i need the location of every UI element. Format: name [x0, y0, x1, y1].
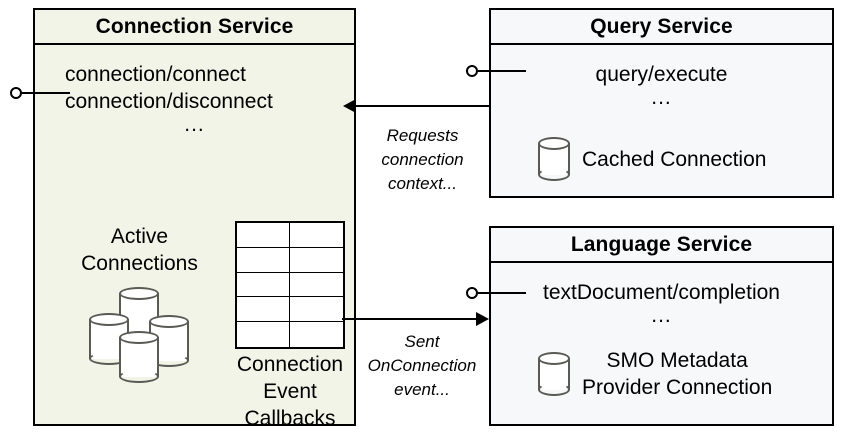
smo-metadata-label-line1: SMO Metadata	[606, 349, 748, 372]
smo-metadata-label: SMO Metadata Provider Connection	[582, 347, 772, 401]
lollipop-stem	[478, 292, 526, 294]
table-cell	[237, 272, 290, 298]
cached-connection-label: Cached Connection	[582, 147, 767, 171]
table-cell	[237, 223, 290, 248]
language-service-provided-interface-lollipop	[466, 284, 526, 302]
callbacks-label-line2: Event	[263, 380, 317, 403]
connection-event-callbacks-label: Connection Event Callbacks	[225, 351, 354, 424]
smo-metadata-provider-connection-row: SMO Metadata Provider Connection	[538, 347, 772, 401]
table-cell	[290, 272, 343, 298]
database-icon	[538, 352, 570, 396]
query-service-endpoints: query/execute ...	[491, 61, 832, 108]
endpoint-connection-connect: connection/connect	[65, 63, 246, 86]
lollipop-circle-icon	[466, 287, 478, 299]
connection-service-title: Connection Service	[35, 10, 354, 45]
language-service-title: Language Service	[491, 228, 832, 263]
query-service-endpoints-ellipsis: ...	[651, 86, 672, 109]
component-query-service[interactable]: Query Service query/execute ... Cached C…	[489, 8, 834, 198]
connector-label-line2: connection	[381, 150, 464, 169]
table-cell	[290, 297, 343, 323]
arrow-head-right-icon	[476, 312, 489, 326]
query-service-provided-interface-lollipop	[466, 62, 526, 80]
callbacks-label-line3: Callbacks	[244, 407, 336, 424]
table-cell	[237, 297, 290, 323]
table-grid-icon	[235, 221, 345, 349]
lollipop-stem	[478, 70, 526, 72]
language-service-body: textDocument/completion ... SMO Metadata…	[491, 263, 832, 424]
smo-metadata-label-line2: Provider Connection	[582, 376, 773, 399]
active-connections-label: Active Connections	[57, 223, 222, 277]
language-service-endpoints: textDocument/completion ...	[491, 279, 832, 326]
language-service-endpoints-ellipsis: ...	[651, 304, 672, 327]
table-cell	[237, 247, 290, 273]
connection-service-provided-interface-lollipop	[10, 84, 70, 102]
database-icon	[119, 331, 159, 383]
connector-connection-to-language-label: Sent OnConnection event...	[352, 330, 492, 402]
endpoint-connection-disconnect: connection/disconnect	[65, 90, 273, 113]
connector-query-to-connection-label: Requests connection context...	[355, 124, 490, 196]
endpoint-textdocument-completion: textDocument/completion	[543, 281, 780, 304]
connector-label-line3: context...	[388, 174, 457, 193]
connection-service-endpoints-ellipsis: ...	[184, 113, 205, 136]
connector-connection-to-language-line	[342, 318, 476, 320]
connector-label-line1: Requests	[386, 126, 459, 145]
database-icon	[538, 137, 570, 181]
connection-service-endpoints: connection/connect connection/disconnect…	[35, 61, 354, 135]
connector-query-to-connection-line	[356, 105, 489, 107]
connection-service-body: connection/connect connection/disconnect…	[35, 45, 354, 424]
connector-label-line1: Sent	[404, 332, 440, 351]
active-connections-label-line2: Connections	[81, 252, 198, 275]
cached-connection-row: Cached Connection	[538, 137, 766, 181]
connector-label-line3: event...	[394, 380, 450, 399]
callbacks-label-line1: Connection	[236, 353, 344, 376]
table-cell	[290, 322, 343, 347]
lollipop-stem	[22, 92, 70, 94]
active-connections-label-line1: Active	[110, 225, 169, 248]
arrow-head-left-icon	[343, 99, 356, 113]
query-service-title: Query Service	[491, 10, 832, 45]
connector-label-line2: OnConnection	[367, 356, 477, 375]
table-cell	[237, 322, 290, 347]
endpoint-query-execute: query/execute	[595, 63, 728, 86]
component-connection-service[interactable]: Connection Service connection/connect co…	[33, 8, 356, 426]
query-service-body: query/execute ... Cached Connection	[491, 45, 832, 196]
lollipop-circle-icon	[10, 87, 22, 99]
table-cell	[290, 223, 343, 248]
component-language-service[interactable]: Language Service textDocument/completion…	[489, 226, 834, 426]
lollipop-circle-icon	[466, 65, 478, 77]
table-cell	[290, 247, 343, 273]
database-cluster-icon	[87, 287, 191, 383]
